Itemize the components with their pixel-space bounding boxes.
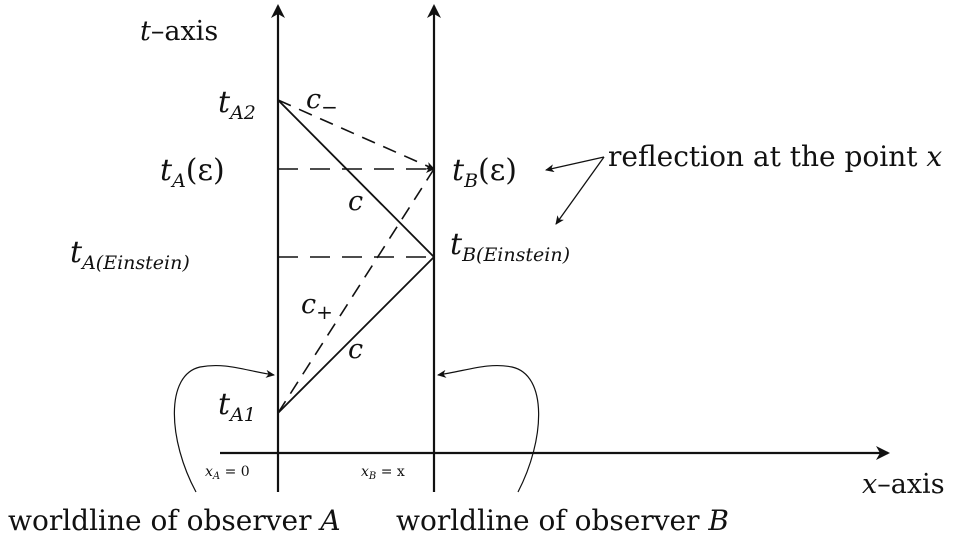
worldline-a-caption: worldline of observer A	[8, 504, 341, 537]
x-axis-label: x–axis	[862, 469, 945, 500]
label-t-a-einstein: tA(Einstein)	[70, 235, 190, 274]
reflection-annotation: reflection at the point x	[608, 140, 942, 173]
signal-c-minus	[277, 99, 435, 170]
reflection-arrow-1	[545, 156, 605, 173]
t-axis-label: t–axis	[140, 16, 218, 47]
signal-c-lower	[277, 256, 435, 414]
label-t-b-epsilon: tB(ε)	[452, 153, 517, 192]
reflection-arrow-2	[555, 156, 605, 225]
label-c-minus: c−	[306, 84, 338, 119]
worldline-b-caption: worldline of observer B	[396, 504, 729, 537]
brace-a	[173, 364, 275, 493]
tick-xa-label: xA = 0	[205, 464, 250, 482]
signal-c-upper	[277, 99, 435, 258]
label-c-lower: c	[348, 334, 363, 365]
label-c-upper: c	[348, 186, 363, 217]
label-c-plus: c+	[301, 289, 333, 324]
signal-c-plus	[277, 168, 435, 414]
label-t-a1: tA1	[218, 387, 256, 426]
label-t-a2: tA2	[218, 85, 256, 124]
label-t-a-epsilon: tA(ε)	[160, 153, 225, 192]
tick-xb-label: xB = x	[361, 464, 405, 482]
brace-b	[437, 364, 540, 493]
label-t-b-einstein: tB(Einstein)	[450, 227, 570, 266]
